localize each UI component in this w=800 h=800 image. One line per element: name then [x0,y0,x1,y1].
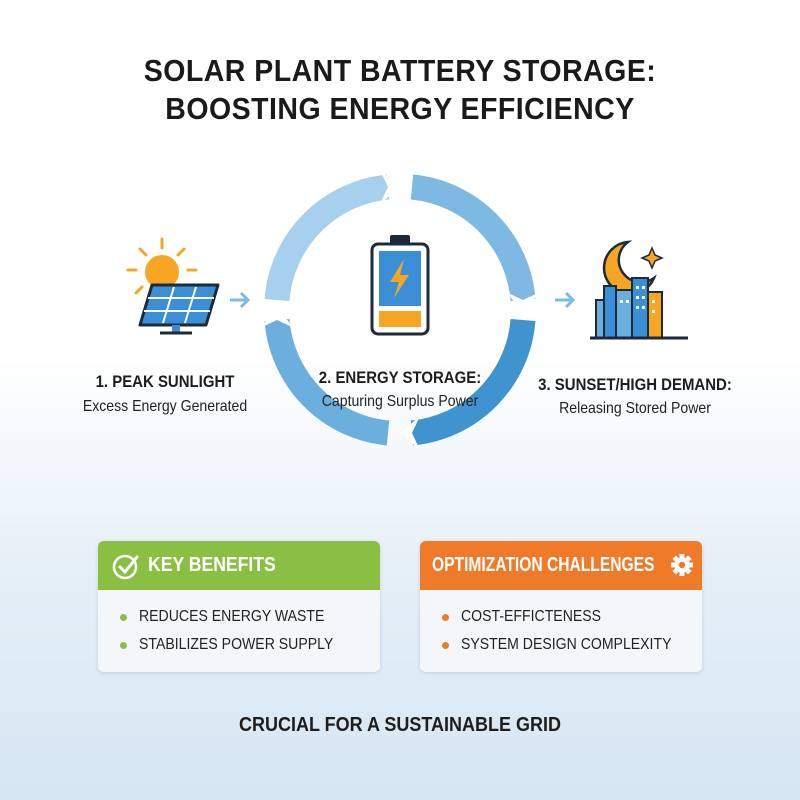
list-item: STABILIZES POWER SUPPLY [120,631,380,659]
footer-tagline: CRUCIAL FOR A SUSTAINABLE GRID [238,714,562,736]
cycle-arc-top-left [264,174,390,302]
cycle-arc-bottom-right [410,318,536,446]
cycle-gap-chevron [260,308,294,328]
challenges-title: OPTIMIZATION CHALLENGES [432,554,655,576]
arrow-right-icon [555,291,576,309]
cycle-gap-chevron [400,416,420,450]
cycle-gap-chevron [380,170,400,204]
step-2-subtitle: Capturing Surplus Power [321,393,479,410]
arrow-right-icon [230,291,251,309]
key-benefits-title: KEY BENEFITS [148,554,276,576]
optimization-challenges-card: OPTIMIZATION CHALLENGES COST-EFFICTENESS… [420,541,702,672]
title-line-1: SOLAR PLANT BATTERY STORAGE: [143,53,657,88]
key-benefits-card: KEY BENEFITS REDUCES ENERGY WASTE STABIL… [98,541,380,672]
check-circle-icon [112,554,139,579]
gear-icon [671,554,693,576]
list-item: COST-EFFICTENESS [442,603,702,631]
moon-city-icon [590,240,688,340]
cycle-gap-chevron [506,292,540,312]
cycle-ring [260,170,540,450]
title-line-2: BOOSTING ENERGY EFFICIENCY [165,91,635,126]
cycle-arc-bottom-left [264,318,390,446]
step-3-subtitle: Releasing Stored Power [559,400,711,417]
challenges-list: COST-EFFICTENESS SYSTEM DESIGN COMPLEXIT… [420,590,702,659]
page-title: SOLAR PLANT BATTERY STORAGE: BOOSTING EN… [32,52,768,128]
list-item: REDUCES ENERGY WASTE [120,603,380,631]
step-1-title: 1. PEAK SUNLIGHT [95,372,235,391]
sun-solar-panel-icon [126,237,220,335]
step-2-title: 2. ENERGY STORAGE: [318,368,482,387]
step-1-subtitle: Excess Energy Generated [82,398,248,415]
list-item: SYSTEM DESIGN COMPLEXITY [442,631,702,659]
benefits-list: REDUCES ENERGY WASTE STABILIZES POWER SU… [98,590,380,659]
battery-charging-icon [370,235,430,336]
step-3-title: 3. SUNSET/HIGH DEMAND: [538,375,732,394]
challenges-header: OPTIMIZATION CHALLENGES [420,541,702,590]
key-benefits-header: KEY BENEFITS [98,541,380,590]
cycle-arc-top-right [410,174,536,302]
